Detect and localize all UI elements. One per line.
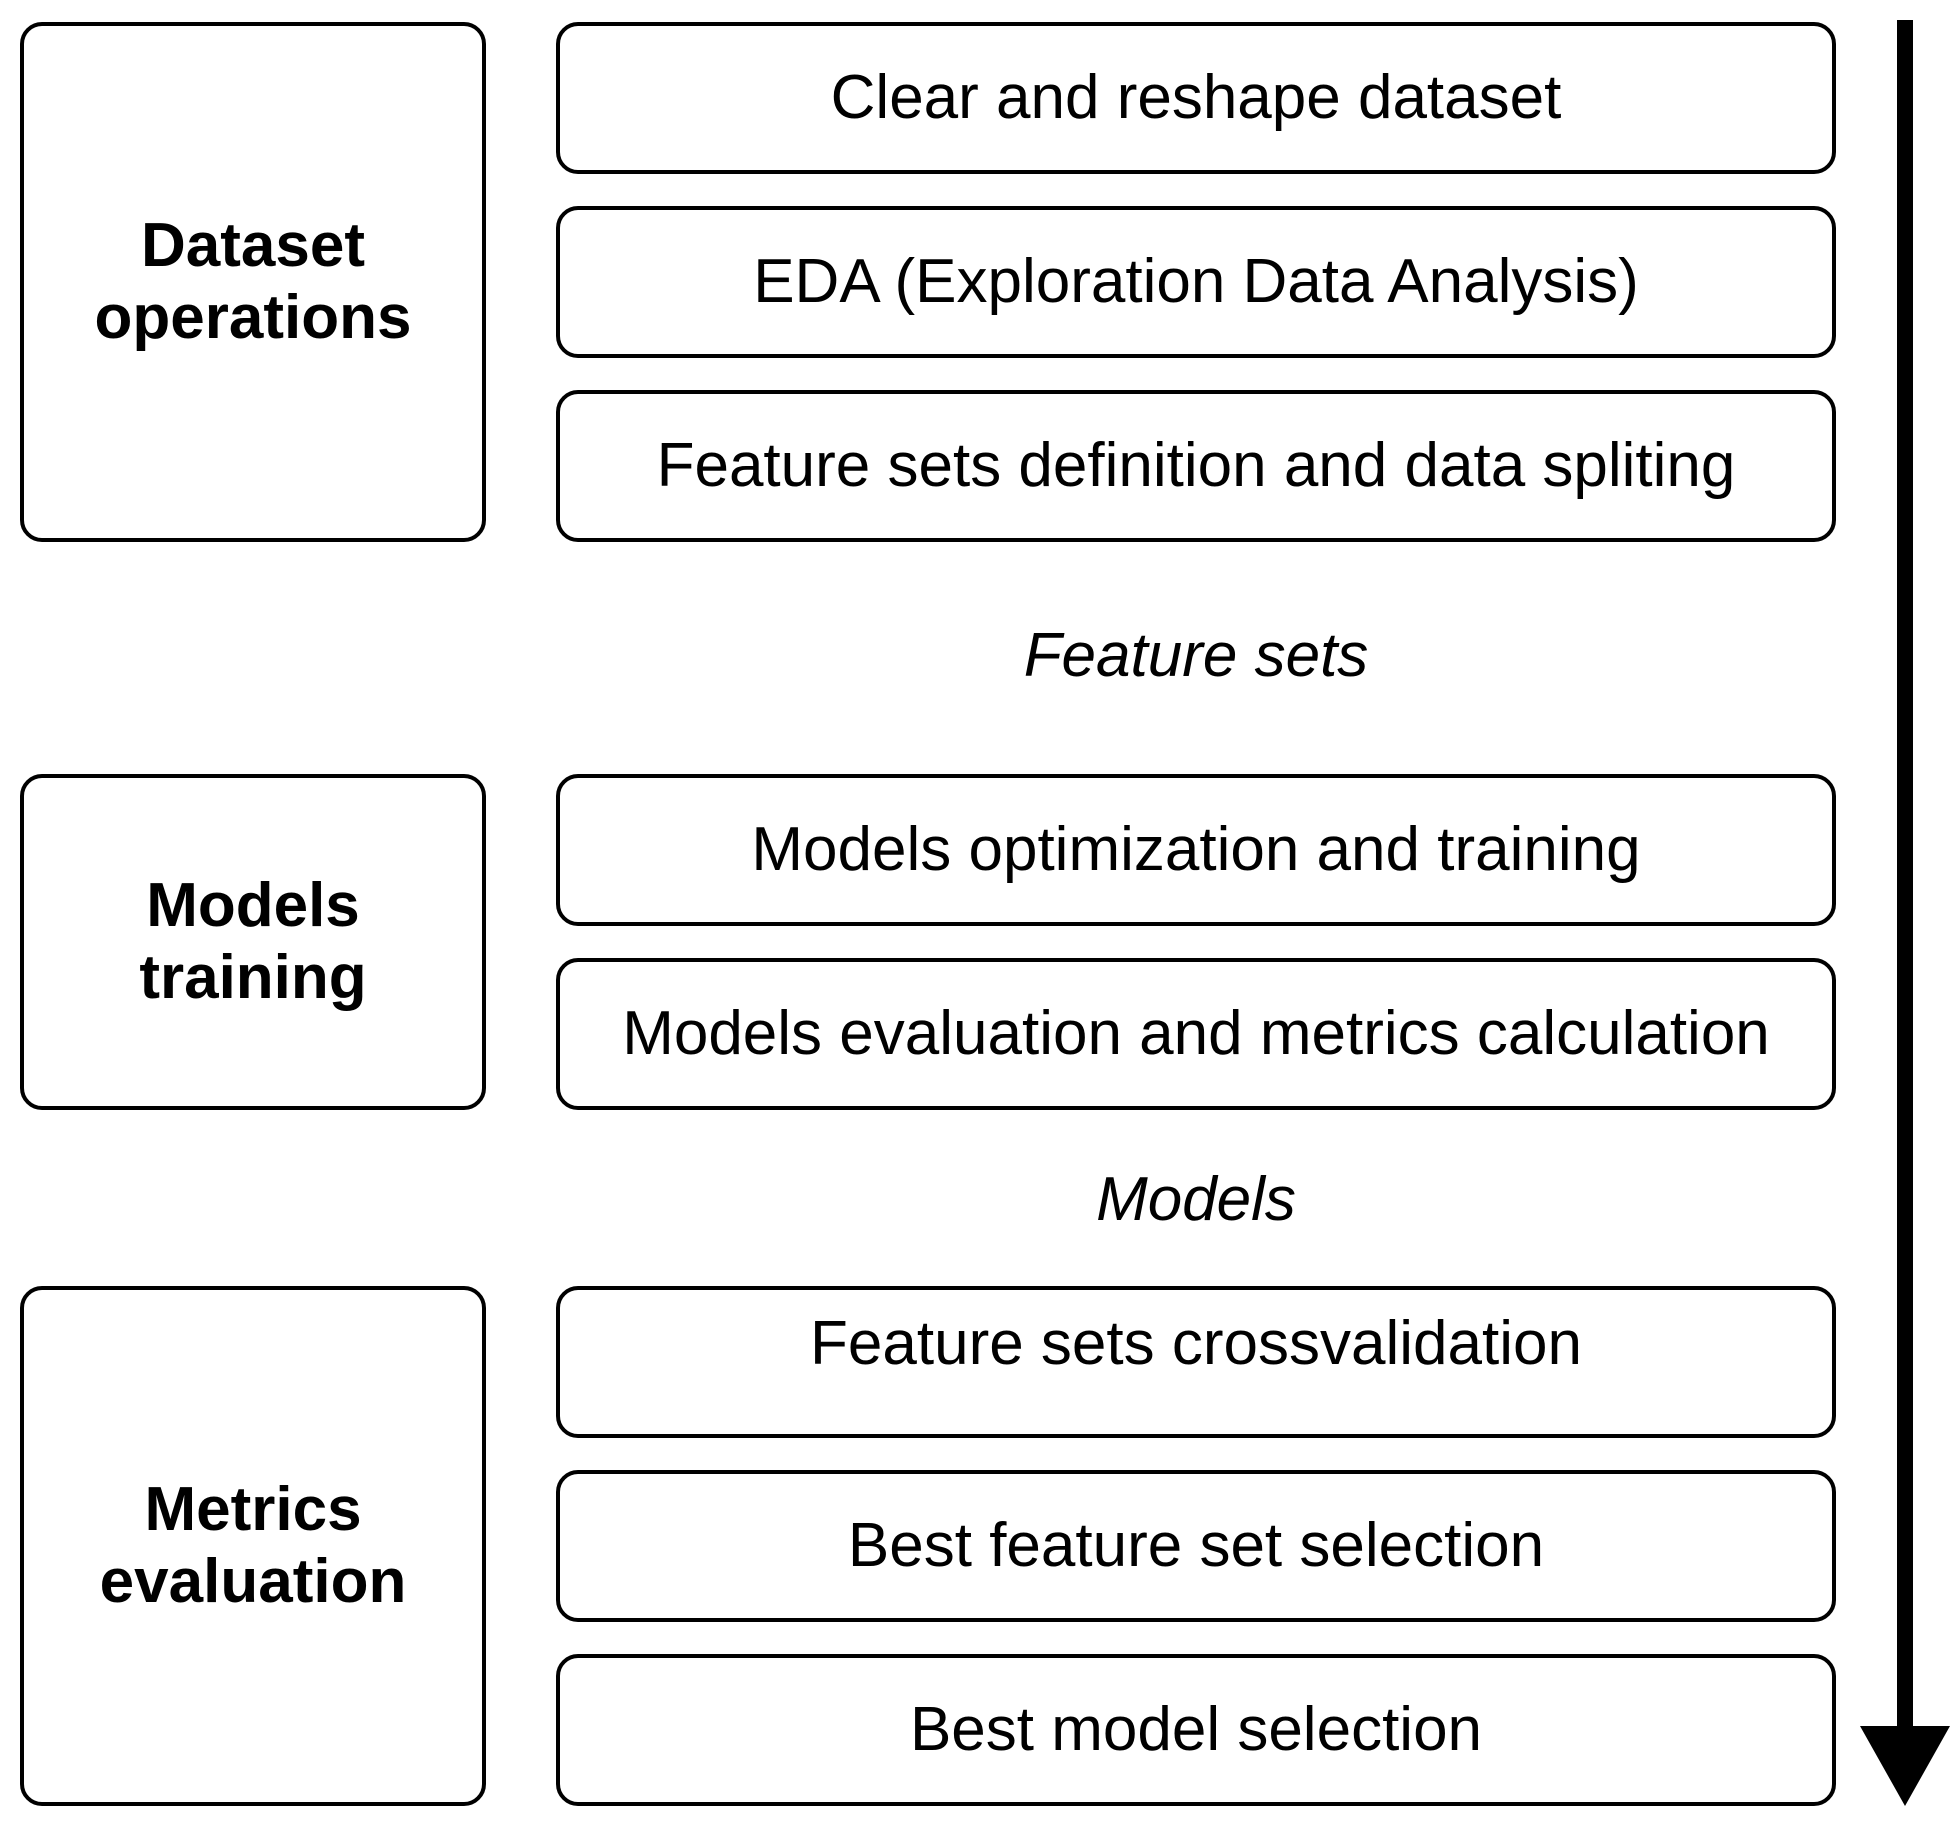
connector-label-feature-sets: Feature sets	[1023, 621, 1369, 690]
step-label: Models evaluation and metrics calculatio…	[622, 999, 1770, 1068]
step-label: Feature sets crossvalidation	[810, 1309, 1582, 1378]
group-box-metrics-evaluation: Metrics evaluation	[20, 1286, 486, 1806]
group-box-dataset-operations: Dataset operations	[20, 22, 486, 542]
connector-label-models: Models	[1096, 1165, 1296, 1234]
step-label: EDA (Exploration Data Analysis)	[753, 247, 1639, 316]
step-box-clear-reshape: Clear and reshape dataset	[556, 22, 1836, 174]
step-label: Best model selection	[909, 1695, 1483, 1764]
group-label: Metrics evaluation	[99, 1475, 407, 1616]
step-label: Best feature set selection	[847, 1511, 1545, 1580]
step-box-feature-sets-definition: Feature sets definition and data splitin…	[556, 390, 1836, 542]
step-box-best-model: Best model selection	[556, 1654, 1836, 1806]
step-box-eda: EDA (Exploration Data Analysis)	[556, 206, 1836, 358]
group-box-models-training: Models training	[20, 774, 486, 1110]
step-label: Feature sets definition and data splitin…	[656, 431, 1736, 500]
step-box-models-optimization: Models optimization and training	[556, 774, 1836, 926]
step-box-best-feature-set: Best feature set selection	[556, 1470, 1836, 1622]
step-label: Clear and reshape dataset	[830, 63, 1562, 132]
step-box-models-evaluation: Models evaluation and metrics calculatio…	[556, 958, 1836, 1110]
flow-arrow-down-icon	[1860, 20, 1950, 1806]
group-label: Models training	[139, 871, 367, 1012]
arrow-head	[1860, 1726, 1950, 1806]
arrow-shaft	[1897, 20, 1913, 1730]
step-box-feature-sets-crossvalidation: Feature sets crossvalidation	[556, 1286, 1836, 1438]
group-label: Dataset operations	[94, 211, 412, 352]
step-label: Models optimization and training	[751, 815, 1641, 884]
